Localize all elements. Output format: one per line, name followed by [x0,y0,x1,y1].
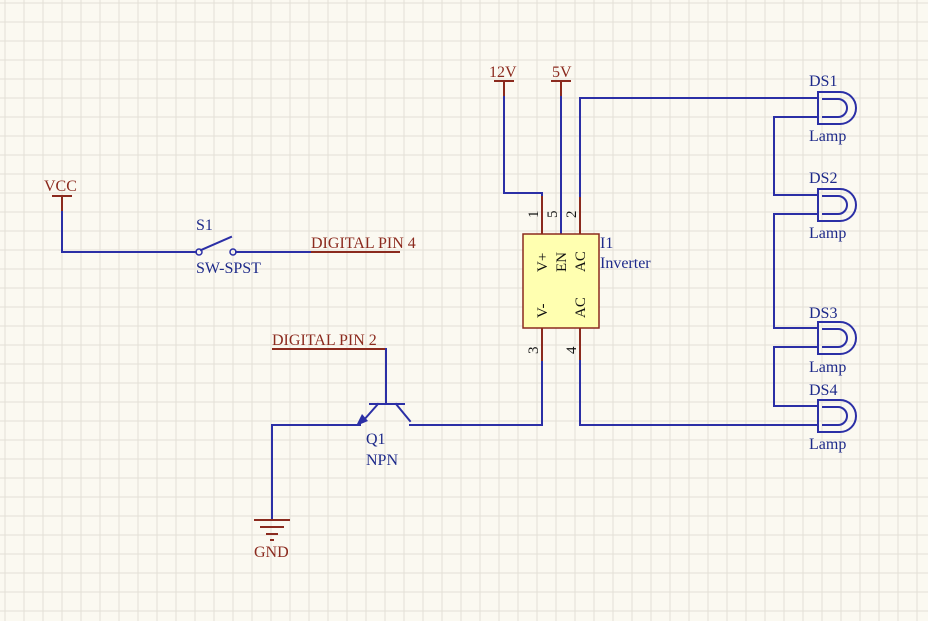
12v-label: 12V [489,64,517,81]
digital-pin-4-label: DIGITAL PIN 4 [311,235,416,252]
wire-ds3-ds4[interactable] [773,346,819,407]
inverter-i1[interactable]: 1 5 2 3 4 V+ EN AC V- AC I1 Inverter [522,196,651,361]
gnd-power-port[interactable]: GND [254,519,290,561]
pin-vplus-name: V+ [535,253,551,272]
gnd-label: GND [254,544,289,561]
inverter-ref: I1 [600,235,613,252]
transistor-value: NPN [366,452,398,469]
net-label-digital-pin-2[interactable]: DIGITAL PIN 2 [272,332,386,350]
pin-vminus-name: V- [535,304,551,318]
lamp-ds4[interactable]: DS4 Lamp [809,382,857,453]
wire-collector-inverter[interactable] [409,360,543,426]
ds1-ref: DS1 [809,73,837,90]
lamp-ds1[interactable]: DS1 Lamp [809,73,857,145]
lamp-ds2[interactable]: DS2 Lamp [809,170,857,242]
pin-1-number: 1 [526,211,542,219]
transistor-ref: Q1 [366,431,386,448]
wire-ac-bottom-ds4[interactable] [579,360,819,426]
lamp-ds3[interactable]: DS3 Lamp [809,305,857,376]
digital-pin-2-label: DIGITAL PIN 2 [272,332,377,349]
wire-emitter-gnd[interactable] [271,424,361,521]
ds3-value: Lamp [809,359,846,376]
ds1-value: Lamp [809,128,846,145]
switch-value: SW-SPST [196,260,261,277]
12v-power-port[interactable]: 12V [489,64,517,97]
pin-en-name: EN [554,252,570,272]
wire-ds2-ds3[interactable] [773,213,819,329]
ds2-ref: DS2 [809,170,837,187]
ds2-value: Lamp [809,225,846,242]
pin-3-number: 3 [526,347,542,355]
emitter-arrow-icon [356,414,368,426]
5v-label: 5V [552,64,572,81]
inverter-value: Inverter [600,255,651,272]
pin-4-number: 4 [564,346,580,354]
ds4-ref: DS4 [809,382,837,399]
switch-ref: S1 [196,217,213,234]
wire-vcc-switch[interactable] [61,211,197,253]
net-label-digital-pin-4[interactable]: DIGITAL PIN 4 [311,235,416,253]
vcc-power-port[interactable]: VCC [44,178,77,212]
transistor-q1[interactable]: Q1 NPN [356,402,412,469]
pin-ac-bottom-name: AC [573,297,589,318]
wire-ac-top-ds1[interactable] [579,97,819,197]
5v-power-port[interactable]: 5V [551,64,572,97]
inverter-body [522,233,600,329]
ds4-value: Lamp [809,436,846,453]
wire-ds1-ds2[interactable] [773,116,819,196]
pin-5-number: 5 [545,211,561,219]
switch-s1[interactable]: S1 SW-SPST [195,217,261,277]
ds3-ref: DS3 [809,305,837,322]
pin-ac-top-name: AC [573,251,589,272]
pin-2-number: 2 [564,211,580,219]
vcc-label: VCC [44,178,77,195]
